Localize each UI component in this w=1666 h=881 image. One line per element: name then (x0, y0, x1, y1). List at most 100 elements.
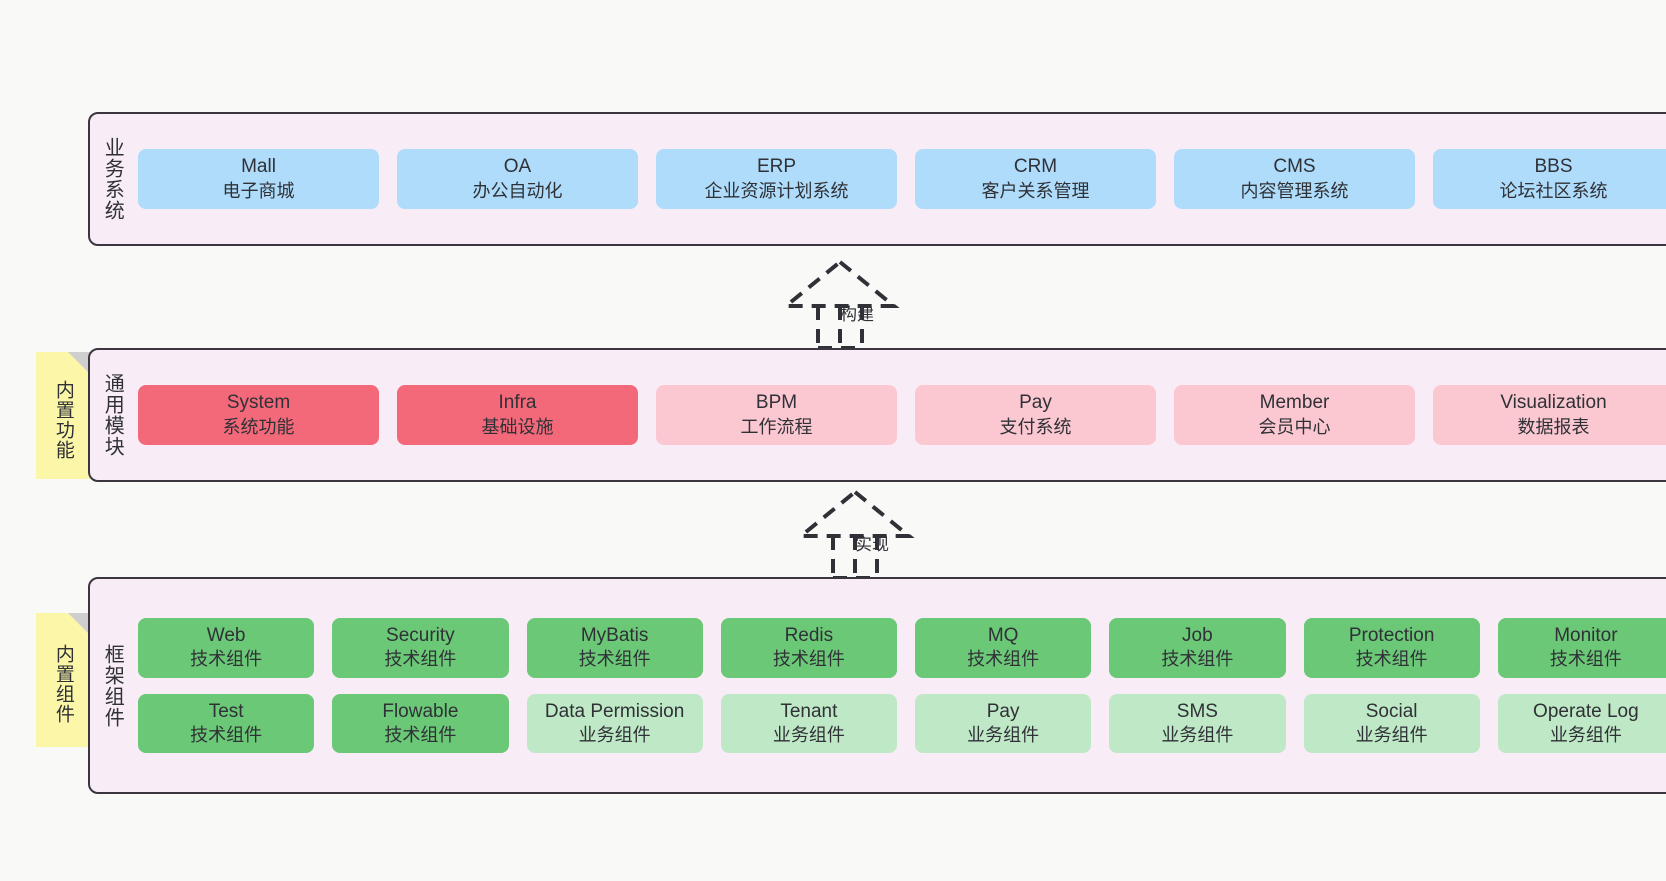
component-box-mybatis[interactable]: MyBatis 技术组件 (526, 618, 703, 678)
component-box-social[interactable]: Social 业务组件 (1303, 693, 1480, 753)
box-name: Mall (241, 156, 276, 178)
box-subtitle: 基础设施 (481, 416, 554, 437)
box-name: Protection (1348, 625, 1435, 647)
box-subtitle: 技术组件 (772, 649, 845, 670)
layer-title-framework-component: 框架组件 (101, 643, 124, 728)
component-box-security[interactable]: Security 技术组件 (332, 618, 509, 678)
component-box-tenant[interactable]: Tenant 业务组件 (720, 693, 897, 753)
layer-common-module: 通用模块 System 系统功能 Infra 基础设施 BPM 工作流程 Pay… (88, 348, 1666, 482)
box-row: Test 技术组件 Flowable 技术组件 Data Permission … (138, 693, 1666, 753)
box-subtitle: 技术组件 (384, 649, 457, 670)
layer-body-common-module: System 系统功能 Infra 基础设施 BPM 工作流程 Pay 支付系统… (134, 350, 1666, 480)
box-subtitle: 业务组件 (1549, 724, 1622, 745)
box-subtitle: 业务组件 (1161, 724, 1234, 745)
box-name: Monitor (1554, 625, 1618, 647)
system-box-oa[interactable]: OA 办公自动化 (397, 149, 638, 209)
box-name: Operate Log (1533, 700, 1639, 722)
system-box-bbs[interactable]: BBS 论坛社区系统 (1433, 149, 1666, 209)
component-box-test[interactable]: Test 技术组件 (138, 693, 315, 753)
system-box-mall[interactable]: Mall 电子商城 (138, 149, 379, 209)
box-subtitle: 业务组件 (578, 724, 651, 745)
note-label: 内置组件 (52, 644, 74, 724)
component-box-redis[interactable]: Redis 技术组件 (720, 618, 897, 678)
component-box-data-permission[interactable]: Data Permission 业务组件 (526, 693, 703, 753)
box-subtitle: 业务组件 (967, 724, 1040, 745)
system-box-crm[interactable]: CRM 客户关系管理 (915, 149, 1156, 209)
box-subtitle: 技术组件 (578, 649, 651, 670)
note-builtin-components: 内置组件 (36, 613, 90, 747)
box-name: Infra (498, 392, 537, 414)
connector-implement: 实现 (775, 486, 935, 582)
layer-body-framework-component: Web 技术组件 Security 技术组件 MyBatis 技术组件 Redi… (134, 579, 1666, 792)
note-builtin-features: 内置功能 (36, 352, 90, 479)
box-subtitle: 技术组件 (1549, 649, 1622, 670)
box-name: Job (1182, 625, 1213, 647)
note-fold-corner-icon (68, 613, 90, 635)
box-subtitle: 技术组件 (967, 649, 1040, 670)
layer-title-common-module: 通用模块 (101, 373, 124, 457)
box-row: System 系统功能 Infra 基础设施 BPM 工作流程 Pay 支付系统… (138, 385, 1666, 445)
note-fold-corner-icon (68, 352, 90, 374)
box-name: Tenant (780, 700, 838, 722)
box-subtitle: 数据报表 (1517, 416, 1590, 437)
component-box-job[interactable]: Job 技术组件 (1109, 618, 1286, 678)
component-box-monitor[interactable]: Monitor 技术组件 (1497, 618, 1666, 678)
layer-framework-component: 框架组件 Web 技术组件 Security 技术组件 MyBatis 技术组件… (88, 577, 1666, 794)
box-name: BBS (1534, 156, 1573, 178)
box-subtitle: 技术组件 (1355, 649, 1428, 670)
box-name: Security (386, 625, 455, 647)
box-name: CRM (1013, 156, 1058, 178)
box-subtitle: 系统功能 (222, 416, 295, 437)
module-box-infra[interactable]: Infra 基础设施 (397, 385, 638, 445)
box-subtitle: 技术组件 (1161, 649, 1234, 670)
box-name: BPM (755, 392, 798, 414)
box-name: SMS (1176, 700, 1218, 722)
component-box-pay[interactable]: Pay 业务组件 (915, 693, 1092, 753)
box-row: Web 技术组件 Security 技术组件 MyBatis 技术组件 Redi… (138, 618, 1666, 678)
box-subtitle: 电子商城 (222, 180, 295, 201)
box-name: OA (503, 156, 532, 178)
box-name: ERP (756, 156, 797, 178)
box-subtitle: 论坛社区系统 (1499, 180, 1608, 201)
box-name: Test (208, 700, 244, 722)
module-box-system[interactable]: System 系统功能 (138, 385, 379, 445)
box-name: Data Permission (544, 700, 685, 722)
box-subtitle: 业务组件 (1355, 724, 1428, 745)
module-box-bpm[interactable]: BPM 工作流程 (656, 385, 897, 445)
box-subtitle: 支付系统 (999, 416, 1072, 437)
module-box-visualization[interactable]: Visualization 数据报表 (1433, 385, 1666, 445)
box-name: Redis (784, 625, 834, 647)
component-box-web[interactable]: Web 技术组件 (138, 618, 315, 678)
component-box-operate-log[interactable]: Operate Log 业务组件 (1497, 693, 1666, 753)
layer-body-business-system: Mall 电子商城 OA 办公自动化 ERP 企业资源计划系统 CRM 客户关系… (134, 114, 1666, 244)
box-name: MyBatis (580, 625, 649, 647)
connector-label-implement: 实现 (855, 535, 889, 554)
box-subtitle: 会员中心 (1258, 416, 1331, 437)
box-subtitle: 内容管理系统 (1240, 180, 1349, 201)
box-name: Member (1259, 392, 1330, 414)
module-box-pay[interactable]: Pay 支付系统 (915, 385, 1156, 445)
system-box-erp[interactable]: ERP 企业资源计划系统 (656, 149, 897, 209)
component-box-sms[interactable]: SMS 业务组件 (1109, 693, 1286, 753)
box-name: CMS (1273, 156, 1316, 178)
box-subtitle: 客户关系管理 (981, 180, 1090, 201)
component-box-flowable[interactable]: Flowable 技术组件 (332, 693, 509, 753)
component-box-mq[interactable]: MQ 技术组件 (915, 618, 1092, 678)
box-name: Social (1365, 700, 1418, 722)
box-subtitle: 技术组件 (384, 724, 457, 745)
box-name: System (226, 392, 291, 414)
box-subtitle: 业务组件 (772, 724, 845, 745)
box-name: Flowable (382, 700, 459, 722)
box-subtitle: 企业资源计划系统 (704, 180, 849, 201)
box-subtitle: 技术组件 (190, 649, 263, 670)
module-box-member[interactable]: Member 会员中心 (1174, 385, 1415, 445)
box-name: Pay (986, 700, 1020, 722)
component-box-protection[interactable]: Protection 技术组件 (1303, 618, 1480, 678)
system-box-cms[interactable]: CMS 内容管理系统 (1174, 149, 1415, 209)
note-label: 内置功能 (52, 379, 74, 460)
box-name: Pay (1019, 392, 1052, 414)
connector-build: 构建 (760, 256, 920, 352)
box-name: Visualization (1500, 392, 1607, 414)
box-subtitle: 办公自动化 (472, 180, 563, 201)
